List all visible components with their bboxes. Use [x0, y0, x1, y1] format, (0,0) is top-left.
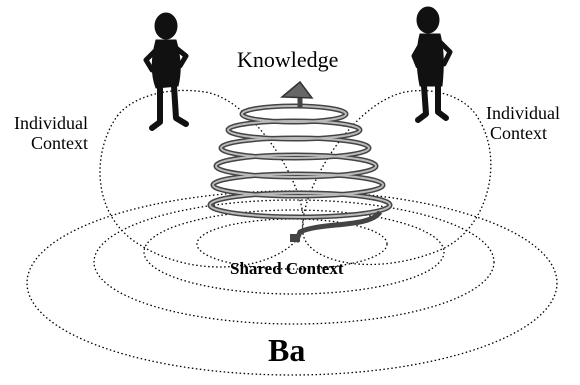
- left-context-line-2: Context: [31, 132, 88, 153]
- spiral-arrow-icon: [207, 80, 393, 243]
- ba-ring-2: [143, 209, 445, 295]
- ba-ring-inner: [196, 218, 388, 270]
- right-context-lobe: [301, 90, 492, 266]
- left-context-line-1: Individual: [14, 113, 88, 133]
- ba-ring-outer: [26, 190, 558, 376]
- ba-label: Ba: [268, 332, 306, 368]
- right-context-line-1: Individual: [486, 103, 560, 123]
- right-context-line-2: Context: [490, 122, 547, 143]
- right-individual-context-label: Individual Context: [486, 103, 560, 144]
- left-figure-icon: [143, 12, 189, 131]
- right-figure-icon: [411, 6, 453, 123]
- knowledge-label: Knowledge: [237, 47, 339, 72]
- left-individual-context-label: Individual Context: [14, 113, 88, 154]
- ba-ring-3: [93, 199, 495, 325]
- shared-context-label: Shared Context: [230, 259, 344, 278]
